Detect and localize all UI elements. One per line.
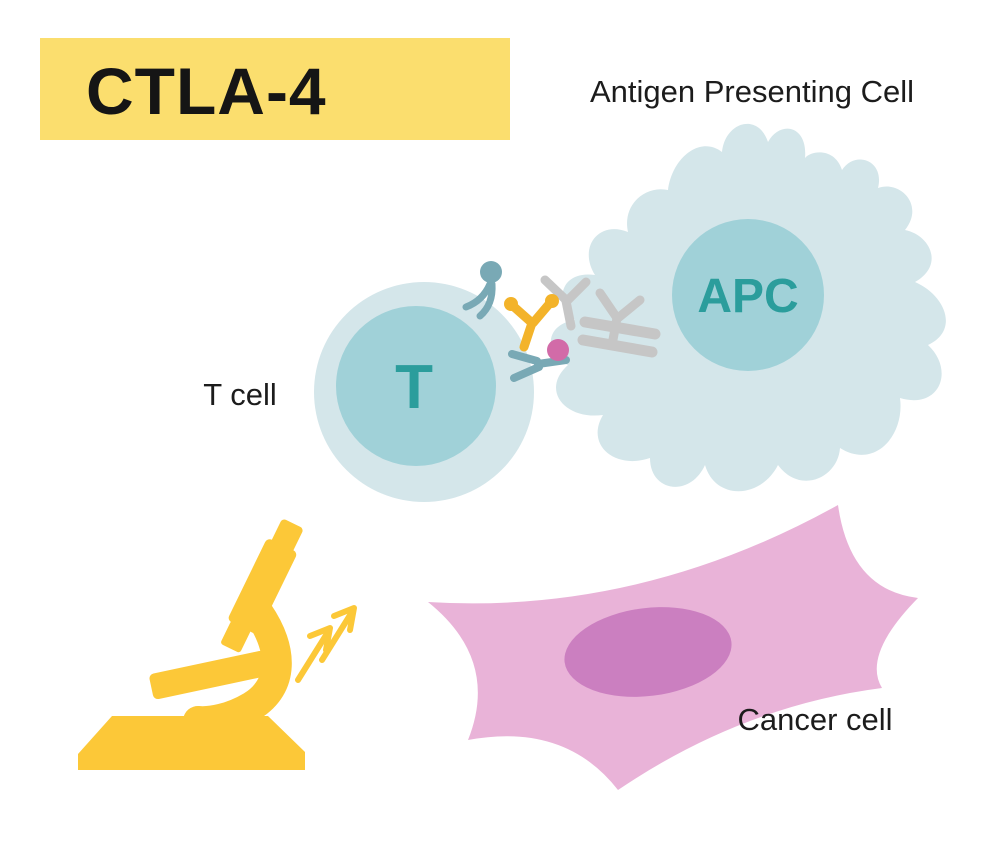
microscope-stage xyxy=(149,650,269,700)
receptor-cluster xyxy=(462,261,661,382)
cancer-cell-label: Cancer cell xyxy=(737,702,892,737)
t-cell-label: T cell xyxy=(203,377,277,412)
title-block: CTLA-4 xyxy=(40,38,510,140)
microscope-base xyxy=(78,716,305,770)
t-cell-nucleus xyxy=(336,306,496,466)
microscope-arm xyxy=(183,597,292,737)
receptor-icon xyxy=(462,280,496,320)
cancer-cell xyxy=(428,505,918,790)
page-title: CTLA-4 xyxy=(86,54,327,128)
cancer-nucleus xyxy=(564,607,732,697)
antibody-icon-teal xyxy=(508,350,570,382)
microscope-tube xyxy=(228,539,297,634)
apc-label: Antigen Presenting Cell xyxy=(590,74,914,109)
zoom-arrows-icon xyxy=(295,605,357,683)
microscope-icon xyxy=(78,519,357,770)
antibody-icon-gray xyxy=(540,275,661,358)
t-cell-abbr: T xyxy=(395,353,433,422)
title-highlight xyxy=(40,38,510,140)
receptor-head xyxy=(480,261,502,283)
antigen-icon xyxy=(547,339,569,361)
apc-nucleus xyxy=(672,219,824,371)
t-cell: T xyxy=(314,282,534,502)
microscope-objective xyxy=(221,621,251,653)
microscope-tube-group xyxy=(221,519,303,653)
antibody-yellow-knobs xyxy=(504,294,559,311)
microscope-eyepiece xyxy=(271,519,303,553)
apc-abbr: APC xyxy=(697,270,798,323)
apc-cell: APC xyxy=(550,123,946,492)
